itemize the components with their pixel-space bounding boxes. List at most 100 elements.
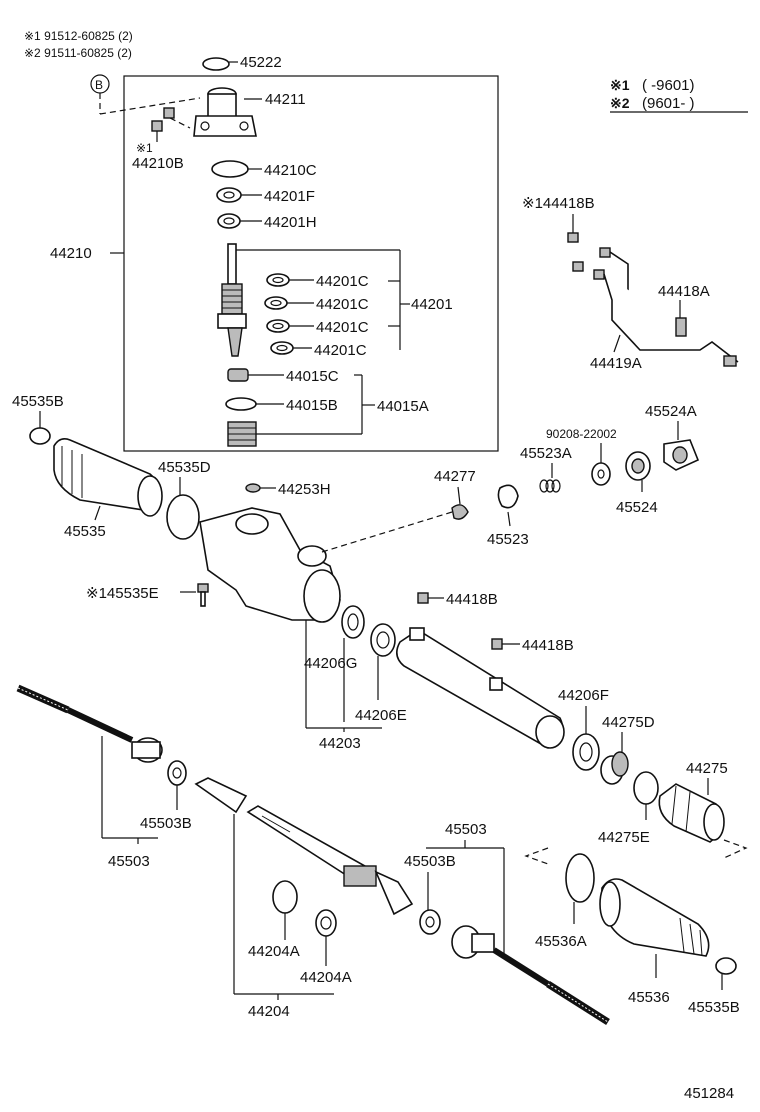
part-44204A-seal-1 [272, 880, 298, 914]
part-45523-yoke [497, 484, 519, 509]
label-44201C-3: 44201C [316, 319, 369, 336]
part-45535D-clamp [166, 494, 200, 540]
part-45524A-locknut [663, 439, 700, 471]
label-44015C: 44015C [286, 368, 339, 385]
label-90208-22002: 90208-22002 [546, 427, 617, 441]
label-44201F: 44201F [264, 188, 315, 205]
label-44015B: 44015B [286, 397, 338, 414]
part-44201C-ring-2 [264, 296, 288, 310]
part-44210B-bolts [151, 107, 175, 132]
label-45503-left: 45503 [108, 853, 150, 870]
housing-assembly-box [123, 75, 499, 452]
part-45524-plug [625, 451, 651, 481]
label-44275: 44275 [686, 760, 728, 777]
part-tie-rod-right [451, 925, 610, 1025]
label-44206F: 44206F [558, 687, 609, 704]
part-44015C-bushing [227, 368, 249, 382]
part-90208-washer [591, 462, 611, 486]
label-45535D: 45535D [158, 459, 211, 476]
label-44206E: 44206E [355, 707, 407, 724]
label-44015A: 44015A [377, 398, 429, 415]
note-bolt-1: ※1 91512-60825 (2) [24, 29, 133, 43]
label-44201C-4: 44201C [314, 342, 367, 359]
label-44206G: 44206G [304, 655, 357, 672]
label-44204A-1: 44204A [248, 943, 300, 960]
part-44275D-bushing [600, 751, 629, 785]
part-44201H-seal [217, 213, 241, 229]
label-45535: 45535 [64, 523, 106, 540]
part-44277-cap [451, 504, 469, 520]
label-45503-right: 45503 [445, 821, 487, 838]
label-44211: 44211 [265, 91, 306, 108]
part-44201C-ring-1 [266, 273, 290, 287]
part-45536-boot-right [599, 878, 710, 957]
part-44418B-union-3 [572, 261, 584, 272]
part-44206F-seal [572, 733, 600, 771]
label-44418B-star: ※144418B [522, 195, 595, 212]
part-44418B-union-1 [567, 232, 579, 243]
part-45222-cap [202, 57, 230, 71]
part-44275E-oring [633, 771, 659, 805]
part-44253H [245, 483, 261, 493]
part-44211-housing [193, 87, 257, 137]
part-pinion-shaft [217, 243, 247, 357]
label-44253H: 44253H [278, 481, 331, 498]
part-44015A-plug [227, 421, 257, 447]
label-45536: 45536 [628, 989, 670, 1006]
part-45503B-washer-left [167, 760, 187, 786]
label-44277: 44277 [434, 468, 476, 485]
label-44201H: 44201H [264, 214, 317, 231]
legend-2-mark: ※2 [610, 95, 630, 111]
part-44418B-union-2 [599, 247, 611, 258]
part-44210C-oring [211, 160, 249, 178]
part-44206E-seal [370, 623, 396, 657]
part-44418B-union-4 [593, 269, 605, 280]
part-45536A-clamp [565, 853, 595, 903]
label-44419A: 44419A [590, 355, 642, 372]
label-45523A: 45523A [520, 445, 572, 462]
part-45523A-spring [539, 479, 561, 493]
part-rack-bar [194, 777, 414, 916]
part-44419A-pipe [603, 273, 739, 363]
part-45535B-clamp-right [715, 957, 737, 975]
label-45535B-left: 45535B [12, 393, 64, 410]
label-45535E: ※145535E [86, 585, 159, 602]
label-star1: ※1 [136, 141, 153, 155]
label-44204A-2: 44204A [300, 969, 352, 986]
label-44275E: 44275E [598, 829, 650, 846]
part-44206G-seal [341, 605, 365, 639]
label-45503B-left: 45503B [140, 815, 192, 832]
legend-1-text: ( -9601) [642, 77, 695, 94]
label-45524: 45524 [616, 499, 658, 516]
figure-number: 451284 [684, 1085, 734, 1102]
part-45535-boot-left [53, 438, 163, 517]
label-44203: 44203 [319, 735, 361, 752]
label-45222: 45222 [240, 54, 282, 71]
part-44201C-ring-4 [270, 341, 294, 355]
label-45535B-right: 45535B [688, 999, 740, 1016]
label-44210C: 44210C [264, 162, 317, 179]
label-45536A: 45536A [535, 933, 587, 950]
part-rack-housing [199, 507, 341, 623]
part-44275-stopper [658, 783, 725, 843]
part-tie-rod-left [16, 684, 163, 763]
label-44418A: 44418A [658, 283, 710, 300]
b-mark-label: B [95, 78, 103, 92]
label-44210B: 44210B [132, 155, 184, 172]
label-45524A: 45524A [645, 403, 697, 420]
note-bolt-2: ※2 91511-60825 (2) [24, 46, 132, 60]
label-44201C-1: 44201C [316, 273, 369, 290]
label-44201: 44201 [411, 296, 453, 313]
part-44418B-fitting-2 [491, 638, 503, 650]
legend-1-mark: ※1 [610, 77, 630, 93]
label-45523: 45523 [487, 531, 529, 548]
legend-2-text: (9601- ) [642, 95, 695, 112]
part-44201C-ring-3 [266, 319, 290, 333]
label-44275D: 44275D [602, 714, 655, 731]
part-44204A-seal-2 [315, 909, 337, 937]
part-45535E-bolt [197, 583, 209, 607]
label-44418B-2: 44418B [446, 591, 498, 608]
label-44204: 44204 [248, 1003, 290, 1020]
part-cylinder-tube [396, 627, 565, 749]
